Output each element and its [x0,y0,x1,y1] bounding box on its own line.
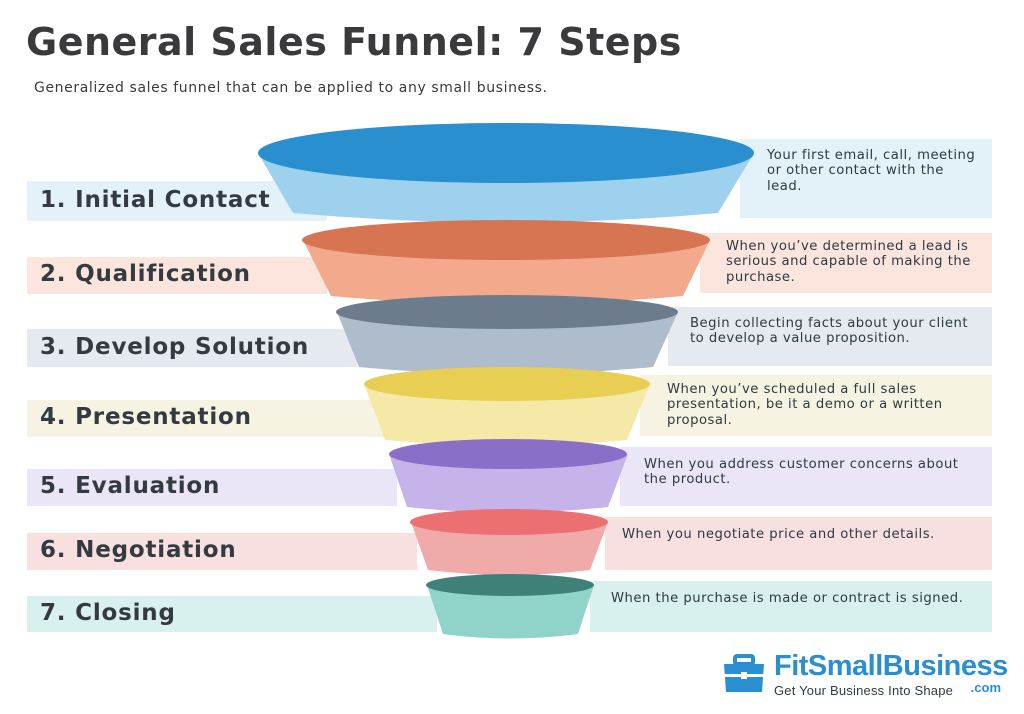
step-description-line: Your first email, call, meeting [767,148,976,163]
step-description-6: When you negotiate price and other detai… [622,527,935,542]
step-label-3: 3. Develop Solution [40,334,310,360]
step-description-3: Begin collecting facts about your client… [690,316,968,347]
step-description-line: purchase. [726,269,796,285]
step-label-6: 6. Negotiation [40,537,237,563]
label-band-7 [27,596,437,632]
funnel-segment-6-top [410,509,608,535]
funnel-segment-3 [336,295,678,374]
label-band-3 [27,329,357,367]
label-band-6 [27,533,417,570]
desc-band-2 [700,233,992,293]
step-description-line: to develop a value proposition. [690,331,911,347]
funnel-segment-4-top [364,367,650,401]
funnel-segment-5-top [389,439,627,469]
label-band-1 [27,181,327,221]
funnel-segment-4-body [364,384,650,446]
step-description-line: When you negotiate price and other detai… [622,527,935,542]
funnel-segment-1 [258,123,754,223]
step-description-5: When you address customer concerns about… [644,457,958,488]
desc-band-1 [740,139,992,218]
label-band-5 [27,469,397,506]
desc-band-4 [640,375,992,436]
funnel-segment-3-body [337,312,678,374]
desc-band-7 [590,581,992,632]
label-band-2 [27,257,327,294]
logo-tagline: Get Your Business Into Shape [774,683,954,698]
step-description-4: When you’ve scheduled a full sales prese… [667,382,943,428]
funnel-segment-7 [426,574,594,639]
step-description-line: When you’ve determined a lead is [726,239,969,254]
page-title: General Sales Funnel: 7 Steps [26,20,682,64]
step-label-1: 1. Initial Contact [40,187,271,213]
funnel-segment-1-top [258,123,754,183]
step-description-1: Your first email, call, meeting or other… [767,148,975,194]
step-description-7: When the purchase is made or contract is… [611,591,963,606]
funnel-segment-5 [389,439,628,513]
logo-brand: FitSmallBusiness [774,650,1008,682]
step-description-line: or other contact with the [767,163,944,179]
desc-band-6 [605,517,992,570]
step-description-line: lead. [767,178,802,194]
funnel-segment-2 [302,220,710,304]
funnel-segment-7-body [427,585,594,639]
label-band-4 [27,400,387,437]
step-label-7: 7. Closing [40,600,176,626]
funnel-segment-5-body [389,454,628,513]
funnel-segment-6 [410,509,608,575]
briefcase-icon [724,654,764,692]
step-label-5: 5. Evaluation [40,473,221,499]
funnel-segment-7-top [426,574,594,596]
step-description-line: Begin collecting facts about your client [690,316,969,331]
desc-band-5 [620,447,992,506]
step-description-line: serious and capable of making the [726,254,971,270]
logo-domain: .com [970,680,1001,695]
step-label-4: 4. Presentation [40,404,252,430]
step-description-line: proposal. [667,412,733,428]
funnel-segment-6-body [411,522,608,575]
step-description-line: When you’ve scheduled a full sales [667,382,917,397]
step-description-2: When you’ve determined a lead is serious… [726,239,971,285]
funnel-segment-3-top [336,295,678,329]
step-description-line: presentation, be it a demo or a written [667,397,943,413]
step-description-line: the product. [644,472,731,488]
funnel-segment-2-top [302,220,710,260]
step-description-line: When you address customer concerns about [644,457,959,472]
funnel-segment-4 [364,367,650,446]
page-subtitle: Generalized sales funnel that can be app… [34,80,548,96]
fitsmallbusiness-logo[interactable]: FitSmallBusiness Get Your Business Into … [722,650,1008,702]
step-label-2: 2. Qualification [40,261,251,287]
desc-band-3 [668,307,992,366]
step-description-line: When the purchase is made or contract is… [611,591,964,606]
